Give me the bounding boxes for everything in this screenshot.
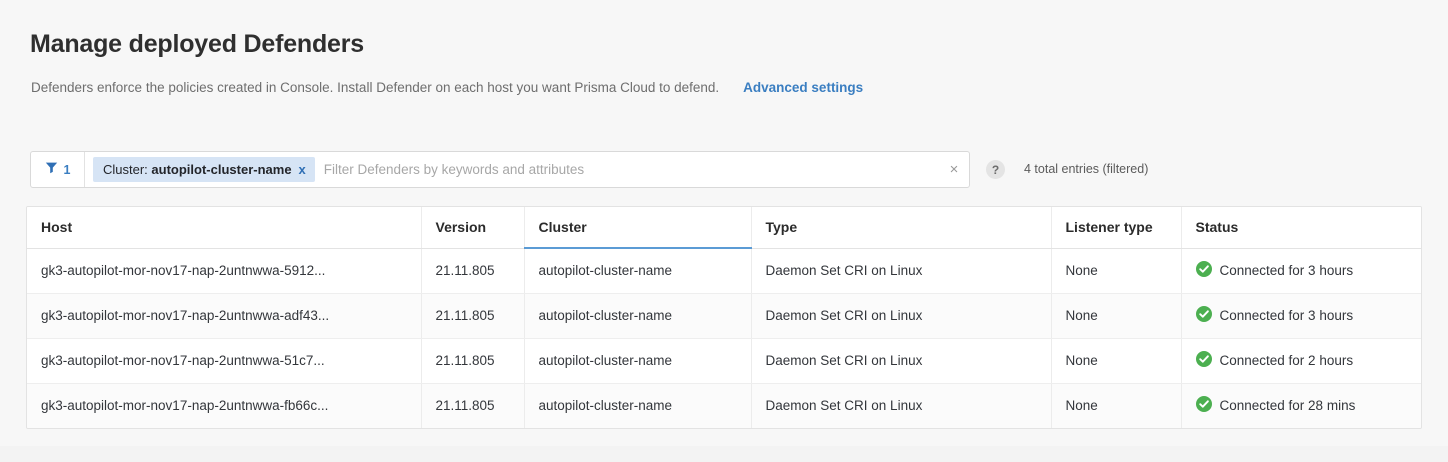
cell-host: gk3-autopilot-mor-nov17-nap-2untnwwa-51c… [27, 338, 422, 384]
cell-listener-type: None [1051, 293, 1182, 339]
cell-host: gk3-autopilot-mor-nov17-nap-2untnwwa-591… [27, 248, 422, 294]
table-row[interactable]: gk3-autopilot-mor-nov17-nap-2untnwwa-adf… [27, 293, 1422, 339]
cell-version: 21.11.805 [421, 338, 525, 384]
page-title: Manage deployed Defenders [30, 30, 364, 58]
cell-status: Connected for 28 mins [1181, 383, 1422, 428]
status-badge: Connected for 3 hours [1195, 249, 1422, 293]
funnel-icon [45, 161, 58, 179]
cell-host: gk3-autopilot-mor-nov17-nap-2untnwwa-adf… [27, 293, 422, 339]
cell-cluster: autopilot-cluster-name [524, 338, 752, 384]
cell-cluster: autopilot-cluster-name [524, 293, 752, 339]
table-body: gk3-autopilot-mor-nov17-nap-2untnwwa-591… [27, 248, 1422, 428]
cell-type: Daemon Set CRI on Linux [751, 293, 1052, 339]
check-circle-icon [1195, 396, 1212, 415]
cell-version: 21.11.805 [421, 383, 525, 428]
cell-host: gk3-autopilot-mor-nov17-nap-2untnwwa-fb6… [27, 383, 422, 428]
column-header-status[interactable]: Status [1181, 207, 1421, 249]
column-header-listener-type[interactable]: Listener type [1051, 207, 1182, 249]
cell-cluster: autopilot-cluster-name [524, 248, 752, 294]
clear-search-icon[interactable]: × [949, 161, 959, 178]
column-header-version[interactable]: Version [421, 207, 525, 249]
search-input[interactable] [314, 152, 939, 187]
table-header-row: Host Version Cluster Type Listener type … [27, 207, 1421, 249]
table-row[interactable]: gk3-autopilot-mor-nov17-nap-2untnwwa-591… [27, 248, 1422, 294]
table-row[interactable]: gk3-autopilot-mor-nov17-nap-2untnwwa-fb6… [27, 383, 1422, 428]
filter-toggle-button[interactable]: 1 [31, 152, 85, 187]
status-text: Connected for 2 hours [1219, 353, 1354, 368]
check-circle-icon [1195, 351, 1212, 370]
cell-version: 21.11.805 [421, 293, 525, 339]
filter-bar: 1 Cluster: autopilot-cluster-name x × [30, 151, 970, 188]
cell-status: Connected for 3 hours [1181, 248, 1422, 294]
column-header-cluster[interactable]: Cluster [524, 207, 752, 249]
filter-chip-value: autopilot-cluster-name [151, 162, 292, 177]
cell-listener-type: None [1051, 338, 1182, 384]
status-text: Connected for 28 mins [1219, 398, 1356, 413]
advanced-settings-link[interactable]: Advanced settings [743, 80, 864, 95]
cell-version: 21.11.805 [421, 248, 525, 294]
cell-listener-type: None [1051, 248, 1182, 294]
cell-listener-type: None [1051, 383, 1182, 428]
active-filter-count: 1 [63, 162, 71, 177]
table-row[interactable]: gk3-autopilot-mor-nov17-nap-2untnwwa-51c… [27, 338, 1422, 384]
status-badge: Connected for 3 hours [1195, 294, 1422, 338]
status-badge: Connected for 28 mins [1195, 384, 1422, 428]
page-subtitle: Defenders enforce the policies created i… [31, 80, 720, 95]
defenders-table: Host Version Cluster Type Listener type … [26, 206, 1422, 429]
help-icon[interactable]: ? [986, 160, 1005, 179]
column-header-type[interactable]: Type [751, 207, 1052, 249]
defenders-page: Manage deployed Defenders Defenders enfo… [26, 30, 1422, 429]
check-circle-icon [1195, 261, 1212, 280]
cell-type: Daemon Set CRI on Linux [751, 248, 1052, 294]
filter-chip-label: Cluster: [103, 162, 148, 177]
check-circle-icon [1195, 306, 1212, 325]
status-text: Connected for 3 hours [1219, 263, 1354, 278]
page-subtitle-row: Defenders enforce the policies created i… [31, 80, 863, 95]
filter-chip-remove-icon[interactable]: x [298, 162, 306, 177]
cell-type: Daemon Set CRI on Linux [751, 338, 1052, 384]
filter-chip-text: Cluster: autopilot-cluster-name [103, 162, 292, 177]
status-badge: Connected for 2 hours [1195, 339, 1422, 383]
entries-summary: 4 total entries (filtered) [1024, 162, 1149, 176]
cell-status: Connected for 3 hours [1181, 293, 1422, 339]
cell-cluster: autopilot-cluster-name [524, 383, 752, 428]
status-text: Connected for 3 hours [1219, 308, 1354, 323]
cell-status: Connected for 2 hours [1181, 338, 1422, 384]
column-header-host[interactable]: Host [27, 207, 422, 249]
filter-chip-cluster[interactable]: Cluster: autopilot-cluster-name x [93, 157, 315, 182]
cell-type: Daemon Set CRI on Linux [751, 383, 1052, 428]
